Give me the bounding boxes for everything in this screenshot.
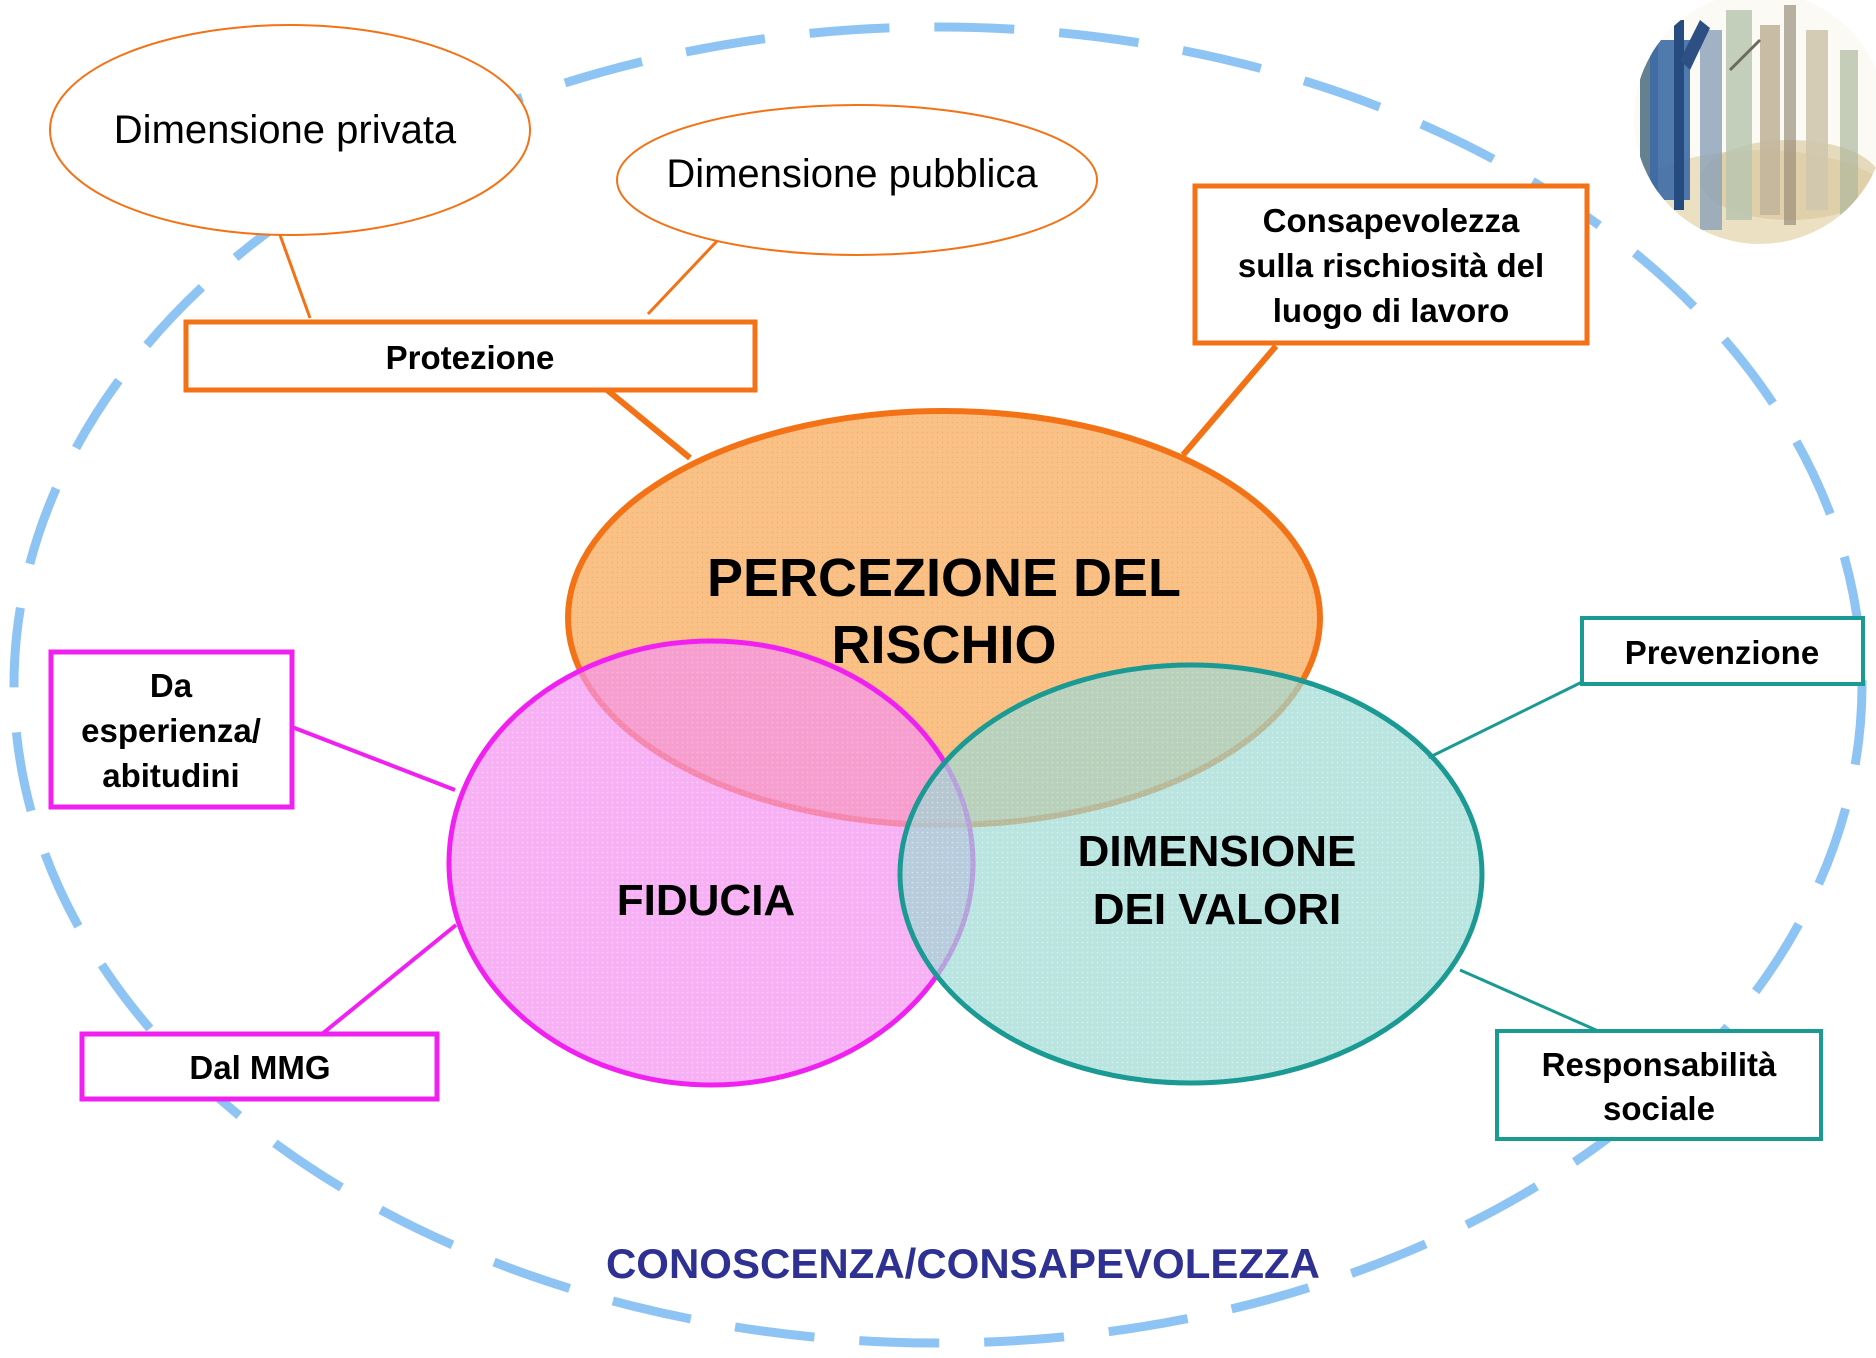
private-dimension-bubble bbox=[49, 24, 531, 236]
awareness-label-line2: sulla rischiosità del bbox=[1238, 247, 1544, 284]
gp-box bbox=[79, 1031, 440, 1102]
connector-protection-perception bbox=[593, 377, 692, 461]
awareness-box bbox=[1192, 183, 1590, 346]
connector-experience-trust bbox=[291, 725, 456, 792]
gp-label: Dal MMG bbox=[189, 1049, 330, 1086]
social-responsibility-label-line1: Responsabilità bbox=[1542, 1046, 1777, 1083]
protection-label: Protezione bbox=[386, 339, 555, 376]
watercolor-trees-illustration-icon bbox=[1634, 0, 1876, 244]
awareness-label-line3: luogo di lavoro bbox=[1273, 292, 1510, 329]
public-dimension-label: Dimensione pubblica bbox=[666, 152, 1038, 196]
connector-private-protection bbox=[278, 234, 312, 319]
connector-prevention-values bbox=[1427, 680, 1583, 760]
connector-gp-trust bbox=[320, 923, 458, 1036]
social-responsibility-label-line2: sociale bbox=[1603, 1090, 1715, 1127]
knowledge-awareness-label: CONOSCENZA/CONSAPEVOLEZZA bbox=[606, 1240, 1320, 1287]
protection-box bbox=[183, 319, 758, 393]
trust-ellipse bbox=[446, 638, 976, 1088]
values-ellipse bbox=[897, 662, 1485, 1086]
prevention-box bbox=[1580, 616, 1865, 686]
awareness-label-line1: Consapevolezza bbox=[1263, 202, 1520, 239]
experience-box bbox=[48, 649, 295, 810]
experience-label-line2: esperienza/ bbox=[81, 712, 261, 749]
perception-label-line2: RISCHIO bbox=[831, 615, 1056, 675]
perception-label-line1: PERCEZIONE DEL bbox=[707, 548, 1181, 608]
connector-public-protection bbox=[646, 238, 720, 316]
prevention-label: Prevenzione bbox=[1625, 634, 1819, 671]
connector-awareness-perception bbox=[1180, 344, 1279, 457]
experience-label-line3: abitudini bbox=[102, 757, 239, 794]
public-dimension-bubble bbox=[616, 104, 1098, 256]
trust-label: FIDUCIA bbox=[617, 876, 795, 925]
social-responsibility-box bbox=[1495, 1029, 1823, 1141]
private-dimension-label: Dimensione privata bbox=[114, 108, 457, 152]
values-label-line1: DIMENSIONE bbox=[1078, 827, 1357, 876]
values-label-line2: DEI VALORI bbox=[1093, 885, 1342, 934]
experience-label-line1: Da bbox=[150, 667, 193, 704]
connector-social-values bbox=[1459, 968, 1606, 1036]
